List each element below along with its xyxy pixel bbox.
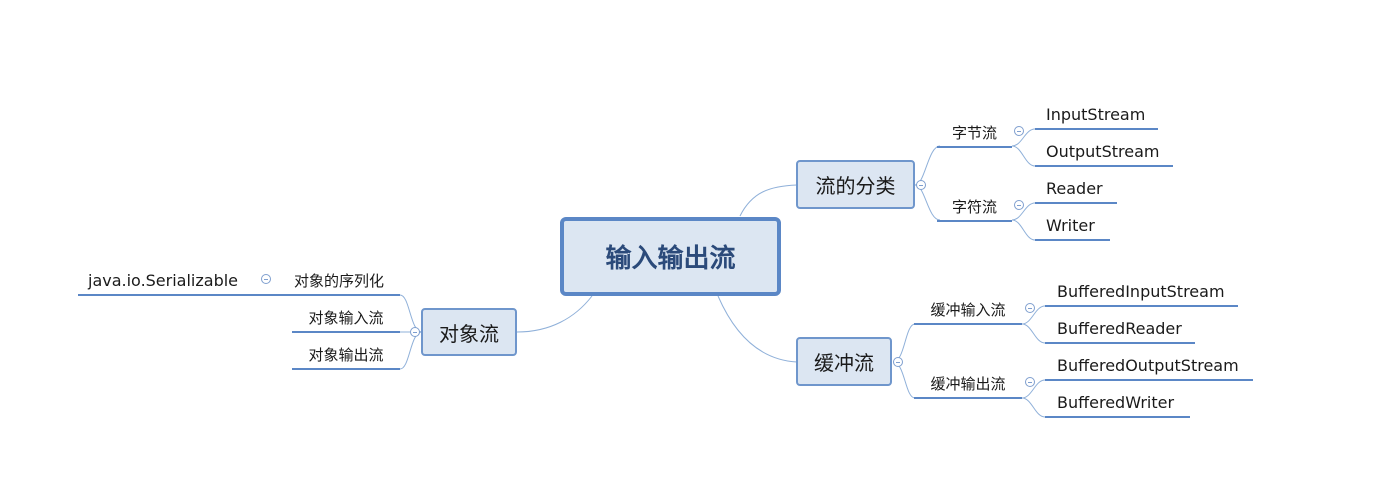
root-node[interactable]: 输入输出流 xyxy=(560,217,781,296)
collapse-serialization-icon[interactable] xyxy=(261,274,271,284)
connector-bytes-input xyxy=(1011,128,1036,147)
connector-binput-1 xyxy=(1021,305,1046,325)
connector-chars-reader xyxy=(1011,202,1036,221)
connector-boutput-1 xyxy=(1021,379,1046,399)
branch-buffered[interactable]: 缓冲流 xyxy=(796,337,892,386)
connector-root-object xyxy=(516,295,593,333)
collapse-object-icon[interactable] xyxy=(410,327,420,337)
leaf-bufferedwriter[interactable]: BufferedWriter xyxy=(1057,392,1175,412)
leaf-bufferedreader[interactable]: BufferedReader xyxy=(1057,318,1182,338)
connector-classification-bytes xyxy=(914,145,941,186)
group-char-stream[interactable]: 字符流 xyxy=(951,197,997,216)
connector-root-buffered xyxy=(717,295,798,363)
connector-bytes-output xyxy=(1011,145,1036,167)
connector-boutput-2 xyxy=(1021,397,1046,418)
child-serialization[interactable]: 对象的序列化 xyxy=(293,271,384,290)
child-object-input-stream[interactable]: 对象输入流 xyxy=(308,308,384,327)
collapse-char-stream-icon[interactable] xyxy=(1014,200,1024,210)
connector-object-serialize xyxy=(399,294,423,333)
leaf-reader[interactable]: Reader xyxy=(1046,178,1103,198)
branch-object[interactable]: 对象流 xyxy=(421,308,517,356)
leaf-inputstream[interactable]: InputStream xyxy=(1046,104,1146,124)
connector-root-classification xyxy=(739,184,798,217)
group-buffered-output[interactable]: 缓冲输出流 xyxy=(930,374,1006,393)
collapse-buffered-input-icon[interactable] xyxy=(1025,303,1035,313)
group-byte-stream[interactable]: 字节流 xyxy=(951,123,997,142)
leaf-java-io-serializable[interactable]: java.io.Serializable xyxy=(88,270,239,290)
connector-binput-2 xyxy=(1021,323,1046,344)
collapse-buffered-icon[interactable] xyxy=(893,357,903,367)
connector-chars-writer xyxy=(1011,219,1036,241)
leaf-bufferedoutputstream[interactable]: BufferedOutputStream xyxy=(1057,355,1239,375)
connector-buffered-output xyxy=(892,361,916,399)
collapse-byte-stream-icon[interactable] xyxy=(1014,126,1024,136)
leaf-bufferedinputstream[interactable]: BufferedInputStream xyxy=(1057,281,1225,301)
collapse-buffered-output-icon[interactable] xyxy=(1025,377,1035,387)
leaf-writer[interactable]: Writer xyxy=(1046,215,1095,235)
branch-classification[interactable]: 流的分类 xyxy=(796,160,915,209)
leaf-outputstream[interactable]: OutputStream xyxy=(1046,141,1160,161)
connector-object-output xyxy=(399,331,423,370)
group-buffered-input[interactable]: 缓冲输入流 xyxy=(930,300,1006,319)
collapse-classification-icon[interactable] xyxy=(916,180,926,190)
child-object-output-stream[interactable]: 对象输出流 xyxy=(308,345,384,364)
